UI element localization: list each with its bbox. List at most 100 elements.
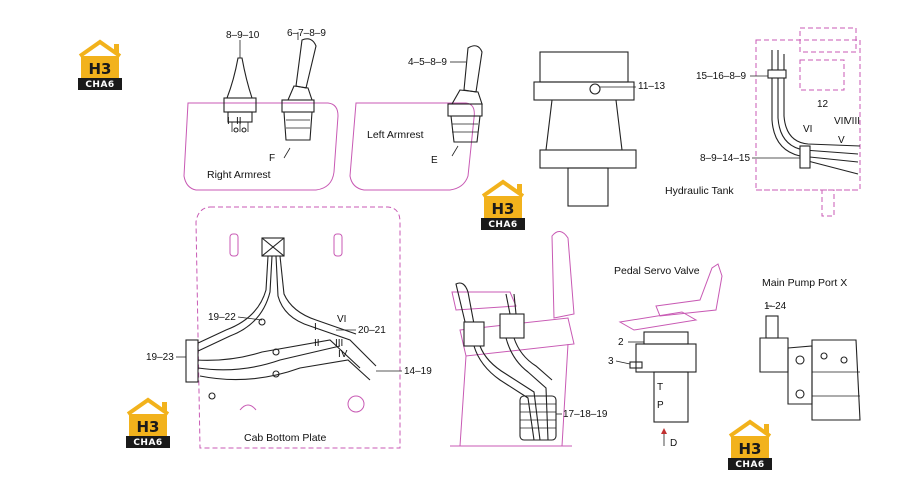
pump-body bbox=[811, 339, 861, 421]
callout-roman-III: III bbox=[335, 338, 343, 349]
hose-sleeve bbox=[519, 395, 557, 441]
plate-slot bbox=[333, 233, 343, 257]
callout-14-19: 14–19 bbox=[404, 366, 432, 377]
port-fitting bbox=[241, 127, 247, 133]
cab-bottom-plate-assembly: 19–22 19–23 20–21 14–19 I II III IV VI C… bbox=[146, 206, 432, 449]
callout-8-9-14-15: 8–9–14–15 bbox=[700, 153, 750, 164]
plate-slot bbox=[229, 233, 239, 257]
title-right-armrest: Right Armrest bbox=[207, 169, 271, 181]
valve-top-plate bbox=[643, 331, 689, 345]
joystick-handle bbox=[463, 45, 483, 93]
hose-clamp bbox=[767, 69, 787, 79]
callout-12: 12 bbox=[817, 99, 829, 110]
logo-bottom-right: H3 CHA6 bbox=[726, 418, 774, 472]
logo-center: H3 CHA6 bbox=[479, 178, 527, 232]
hydraulic-tank-assembly: 15–16–8–9 12 8–9–14–15 VI VII VIII V Hyd… bbox=[665, 27, 861, 217]
callout-19-22: 19–22 bbox=[208, 312, 236, 323]
callout-8-9-10: 8–9–10 bbox=[226, 30, 260, 41]
port-fitting bbox=[233, 127, 239, 133]
pedal-left bbox=[618, 311, 698, 331]
callout-11-13: 11–13 bbox=[638, 81, 666, 92]
operator-seat-assembly: 17–18–19 bbox=[450, 231, 608, 447]
valve-port bbox=[629, 361, 643, 369]
seat-cushion bbox=[459, 317, 575, 357]
logo-bottom-left: H3 CHA6 bbox=[124, 396, 172, 450]
left-armrest-assembly: 4–5–8–9 E Left Armrest bbox=[349, 45, 483, 191]
callout-roman-VI: VI bbox=[803, 124, 812, 135]
pedal-right bbox=[655, 263, 723, 317]
hose-clamp bbox=[185, 339, 199, 383]
right-armrest-assembly: 8–9–10 6–7–8–9 F I II Right Armrest bbox=[183, 28, 339, 191]
valve-port-P: P bbox=[657, 400, 664, 411]
joystick-valve-body bbox=[463, 321, 485, 347]
right-armrest-outline bbox=[183, 102, 339, 191]
callout-roman-IV: IV bbox=[338, 349, 348, 360]
callout-2: 2 bbox=[618, 337, 624, 348]
pedal-servo-valve-assembly: Pedal Servo Valve 2 3 T P D bbox=[608, 263, 723, 449]
main-pump-assembly: Main Pump Port X 1–24 bbox=[759, 277, 861, 421]
callout-F: F bbox=[269, 153, 275, 164]
logo-mark: H3 bbox=[739, 440, 762, 458]
callout-roman-VIII: VIII bbox=[845, 116, 860, 127]
joystick-neck bbox=[451, 89, 483, 105]
callout-roman-II: II bbox=[236, 116, 242, 127]
title-pedal-servo-valve: Pedal Servo Valve bbox=[614, 265, 700, 277]
swivel-shaft bbox=[567, 167, 609, 207]
callout-D: D bbox=[670, 438, 677, 449]
logo-brand: CHA6 bbox=[133, 438, 162, 448]
pump-fitting bbox=[765, 315, 779, 339]
tank-filter-block bbox=[799, 59, 845, 91]
right-joystick bbox=[505, 293, 517, 315]
callout-roman-I: I bbox=[227, 116, 230, 127]
logo-mark: H3 bbox=[492, 200, 515, 218]
logo-mark: H3 bbox=[89, 60, 112, 78]
valve-port-T: T bbox=[657, 382, 663, 393]
joystick-base bbox=[223, 97, 257, 113]
joystick-neck bbox=[287, 85, 313, 101]
title-cab-bottom-plate: Cab Bottom Plate bbox=[244, 432, 326, 444]
logo-top-left: H3 CHA6 bbox=[76, 38, 124, 92]
plate-mount bbox=[239, 404, 257, 411]
callout-roman-I: I bbox=[314, 322, 317, 333]
title-left-armrest: Left Armrest bbox=[367, 129, 424, 141]
swivel-top-flange bbox=[539, 51, 629, 83]
callout-roman-II: II bbox=[314, 338, 320, 349]
tank-drain bbox=[821, 189, 835, 217]
callout-3: 3 bbox=[608, 356, 614, 367]
seat-armrest bbox=[451, 291, 517, 311]
title-hydraulic-tank: Hydraulic Tank bbox=[665, 185, 734, 197]
callout-17-18-19: 17–18–19 bbox=[563, 409, 608, 420]
valve-lower-body bbox=[653, 371, 689, 423]
joystick-collar bbox=[281, 99, 315, 113]
callout-19-23: 19–23 bbox=[146, 352, 174, 363]
swivel-upper-band bbox=[533, 81, 635, 101]
joystick-valve-body bbox=[450, 115, 481, 143]
joystick-collar bbox=[447, 103, 483, 117]
swivel-body bbox=[545, 99, 623, 151]
seat-base bbox=[450, 343, 572, 447]
left-armrest-outline bbox=[349, 102, 475, 191]
callout-roman-V: V bbox=[838, 135, 845, 146]
title-main-pump-port: Main Pump Port X bbox=[762, 277, 847, 289]
valve-upper-body bbox=[635, 343, 697, 373]
joystick-handle bbox=[455, 282, 475, 327]
callout-1-24: 1–24 bbox=[764, 301, 787, 312]
logo-brand: CHA6 bbox=[735, 460, 764, 470]
logo-brand: CHA6 bbox=[85, 80, 114, 90]
callout-roman-VII: VII bbox=[834, 116, 846, 127]
callout-15-16-8-9: 15–16–8–9 bbox=[696, 71, 746, 82]
joystick-handle bbox=[295, 38, 317, 89]
callout-roman-VI: VI bbox=[337, 314, 346, 325]
callout-E: E bbox=[431, 155, 438, 166]
joystick-boot bbox=[226, 57, 253, 99]
pump-port-block bbox=[759, 337, 789, 373]
swivel-lower-flange bbox=[539, 149, 637, 169]
pump-flange bbox=[787, 345, 813, 405]
callout-20-21: 20–21 bbox=[358, 325, 386, 336]
swivel-port bbox=[589, 83, 601, 95]
joystick-valve-body bbox=[499, 313, 525, 339]
logo-brand: CHA6 bbox=[488, 220, 517, 230]
tank-top-block bbox=[799, 27, 857, 53]
hose-clamp bbox=[799, 145, 811, 169]
